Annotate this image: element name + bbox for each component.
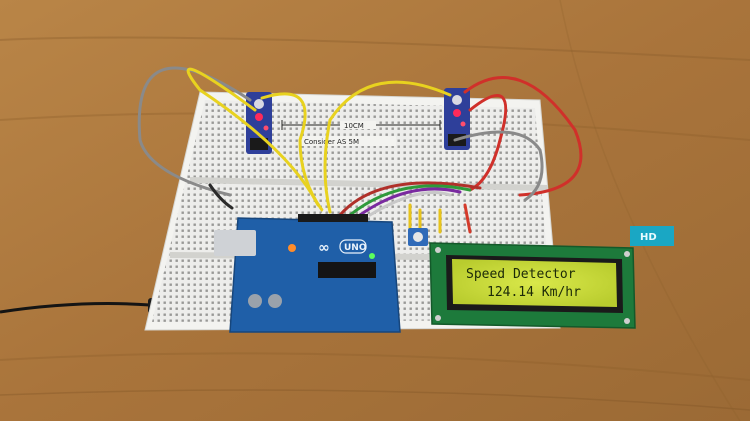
lcd-screen — [452, 259, 617, 307]
lcd-line-1: Speed Detector — [466, 267, 576, 282]
arduino-brand-mark: ∞ — [318, 240, 330, 256]
potentiometer — [408, 228, 428, 246]
lcd-module: Speed Detector 124.14 Km/hr — [429, 242, 636, 329]
microcontroller-chip — [318, 262, 376, 278]
header-pins — [298, 214, 368, 222]
status-led-icon — [369, 253, 375, 259]
caption-label: Consider AS 5M — [304, 138, 359, 146]
breadboard-note: 10CM Consider AS 5M — [281, 120, 441, 146]
hd-badge-label: HD — [640, 232, 657, 243]
lcd-line-2: 124.14 Km/hr — [487, 285, 581, 300]
hd-badge: HD — [630, 226, 674, 246]
jumper-wires — [137, 66, 583, 332]
usb-port — [214, 230, 256, 256]
power-led-icon — [288, 244, 296, 252]
distance-label: 10CM — [344, 122, 364, 130]
arduino-uno-board: ∞ UNO — [214, 214, 401, 333]
arduino-model-label: UNO — [344, 243, 367, 253]
